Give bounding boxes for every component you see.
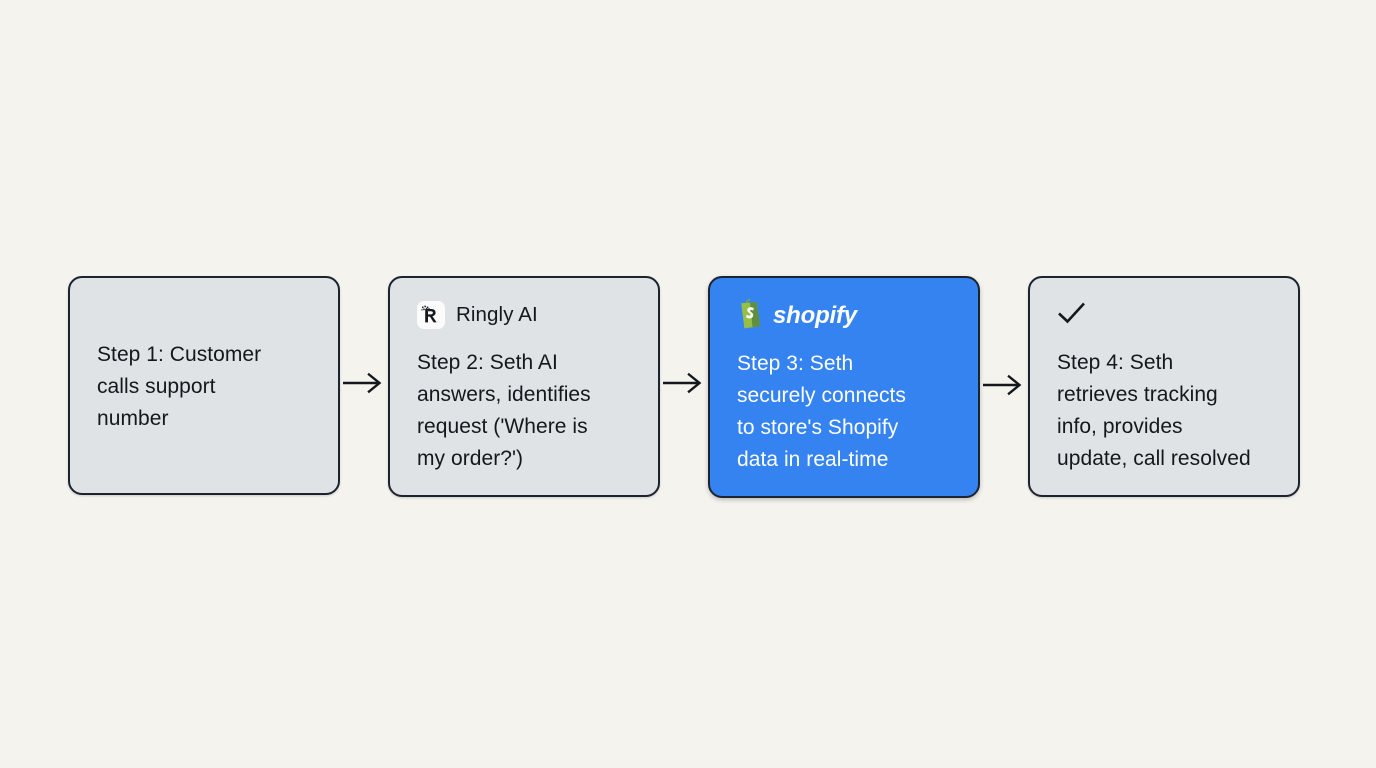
step-card-2-text: Step 2: Seth AI answers, identifies requ… xyxy=(417,351,591,470)
step-card-4-text: Step 4: Seth retrieves tracking info, pr… xyxy=(1057,351,1251,470)
connector-arrow-1-to-2 xyxy=(340,276,388,495)
step-card-4[interactable]: Step 4: Seth retrieves tracking info, pr… xyxy=(1028,276,1300,497)
checkmark-icon xyxy=(1057,300,1087,331)
shopify-bag-icon xyxy=(737,298,764,334)
arrow-right-icon xyxy=(662,372,706,399)
arrow-right-icon xyxy=(342,372,386,399)
ringly-logo-icon xyxy=(417,301,445,329)
step-card-2-brand-row: Ringly AI xyxy=(417,300,634,330)
connector-arrow-2-to-3 xyxy=(660,276,708,495)
step-card-4-icon-row xyxy=(1057,300,1274,330)
arrow-right-icon xyxy=(982,374,1026,401)
step-card-1[interactable]: Step 1: Customer calls support number xyxy=(68,276,340,495)
step-card-3-brand-row: shopify xyxy=(737,298,954,334)
step-card-2[interactable]: Ringly AI Step 2: Seth AI answers, ident… xyxy=(388,276,660,497)
step-card-3-text: Step 3: Seth securely connects to store'… xyxy=(737,351,906,471)
flow-steps-row: Step 1: Customer calls support number xyxy=(68,276,1300,498)
step-card-1-text: Step 1: Customer calls support number xyxy=(97,342,262,430)
step-card-3-brand-label: shopify xyxy=(773,301,857,329)
step-card-2-brand-label: Ringly AI xyxy=(456,303,538,326)
connector-arrow-3-to-4 xyxy=(980,276,1028,498)
step-card-3[interactable]: shopify Step 3: Seth securely connects t… xyxy=(708,276,980,498)
shopify-lockup: shopify xyxy=(737,298,857,334)
